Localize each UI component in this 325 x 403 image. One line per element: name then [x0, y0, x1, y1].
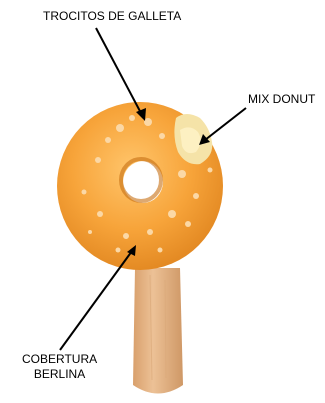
arrow-crumbs — [96, 28, 142, 115]
arrow-mix-donut — [205, 108, 246, 140]
wooden-stick — [133, 268, 183, 394]
arrow-coating — [60, 251, 132, 350]
donut — [57, 102, 223, 270]
